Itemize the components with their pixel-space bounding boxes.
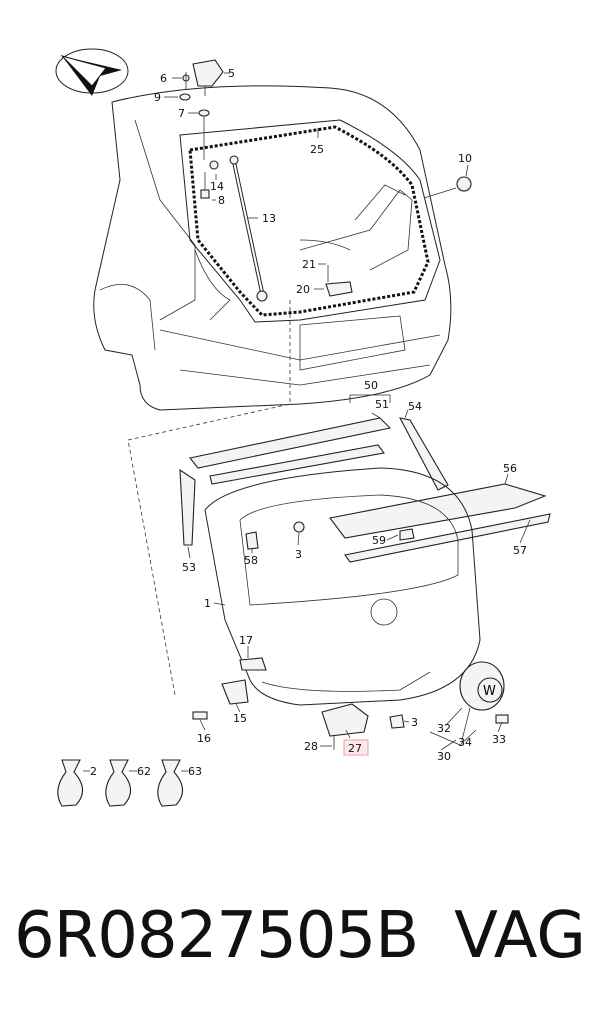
hinge-bracket [179, 59, 224, 160]
car-body-outline [93, 85, 452, 411]
exploded-parts-diagram: W [55, 48, 551, 807]
callout-33: 33 [492, 733, 506, 746]
callout-21: 21 [302, 258, 316, 271]
callout-5: 5 [228, 67, 235, 80]
callout-8: 8 [218, 194, 225, 207]
trim-strip-upper [329, 483, 547, 539]
brand-name: VAG [454, 899, 586, 973]
callout-50: 50 [364, 379, 378, 392]
callout-6: 6 [160, 72, 167, 85]
callout-7: 7 [178, 107, 185, 120]
rubber-stop [423, 176, 472, 199]
striker-plate [325, 265, 353, 297]
side-trim-left [179, 468, 196, 546]
ball-stud [200, 160, 219, 199]
callout-54: 54 [408, 400, 422, 413]
tailgate-opening-seal [179, 119, 441, 323]
part-number: 6R0827505B [14, 899, 419, 973]
callout-56: 56 [503, 462, 517, 475]
orientation-arrow-icon [55, 48, 129, 96]
tailgate-lock-actuator [321, 703, 369, 737]
callout-16: 16 [197, 732, 211, 745]
callout-58: 58 [244, 554, 258, 567]
callout-labels: 6 5 9 7 25 10 14 8 13 21 20 50 51 54 56 … [90, 67, 527, 778]
emblem-handle: W [429, 661, 509, 746]
callout-57: 57 [513, 544, 527, 557]
fasteners [192, 521, 415, 750]
callout-2: 2 [90, 765, 97, 778]
spoiler-trims [189, 394, 392, 485]
callout-25: 25 [310, 143, 324, 156]
callout-14: 14 [210, 180, 224, 193]
tailgate-panel [204, 467, 481, 706]
callout-51: 51 [375, 398, 389, 411]
trim-strip-lower [344, 513, 551, 563]
leader-lines [83, 72, 531, 772]
callout-59: 59 [372, 534, 386, 547]
callout-9: 9 [154, 91, 161, 104]
callout-34: 34 [458, 736, 472, 749]
svg-text:W: W [483, 684, 496, 699]
callout-13: 13 [262, 212, 276, 225]
callout-32: 32 [437, 722, 451, 735]
callout-3-lower: 3 [411, 716, 418, 729]
callout-10: 10 [458, 152, 472, 165]
callout-62: 62 [137, 765, 151, 778]
callout-30: 30 [437, 750, 451, 763]
callout-28: 28 [304, 740, 318, 753]
callout-63: 63 [188, 765, 202, 778]
callout-17: 17 [239, 634, 253, 647]
callout-27: 27 [348, 742, 362, 755]
callout-3-upper: 3 [295, 548, 302, 561]
highlight-box [343, 739, 369, 756]
callout-1: 1 [204, 597, 211, 610]
repair-kit-bags [57, 759, 184, 807]
callout-53: 53 [182, 561, 196, 574]
gas-strut [229, 155, 268, 302]
callout-20: 20 [296, 283, 310, 296]
side-trim-right [398, 417, 449, 491]
trunk-interior [299, 184, 413, 271]
footer-caption: 6R0827505B VAG [0, 888, 600, 998]
callout-15: 15 [233, 712, 247, 725]
